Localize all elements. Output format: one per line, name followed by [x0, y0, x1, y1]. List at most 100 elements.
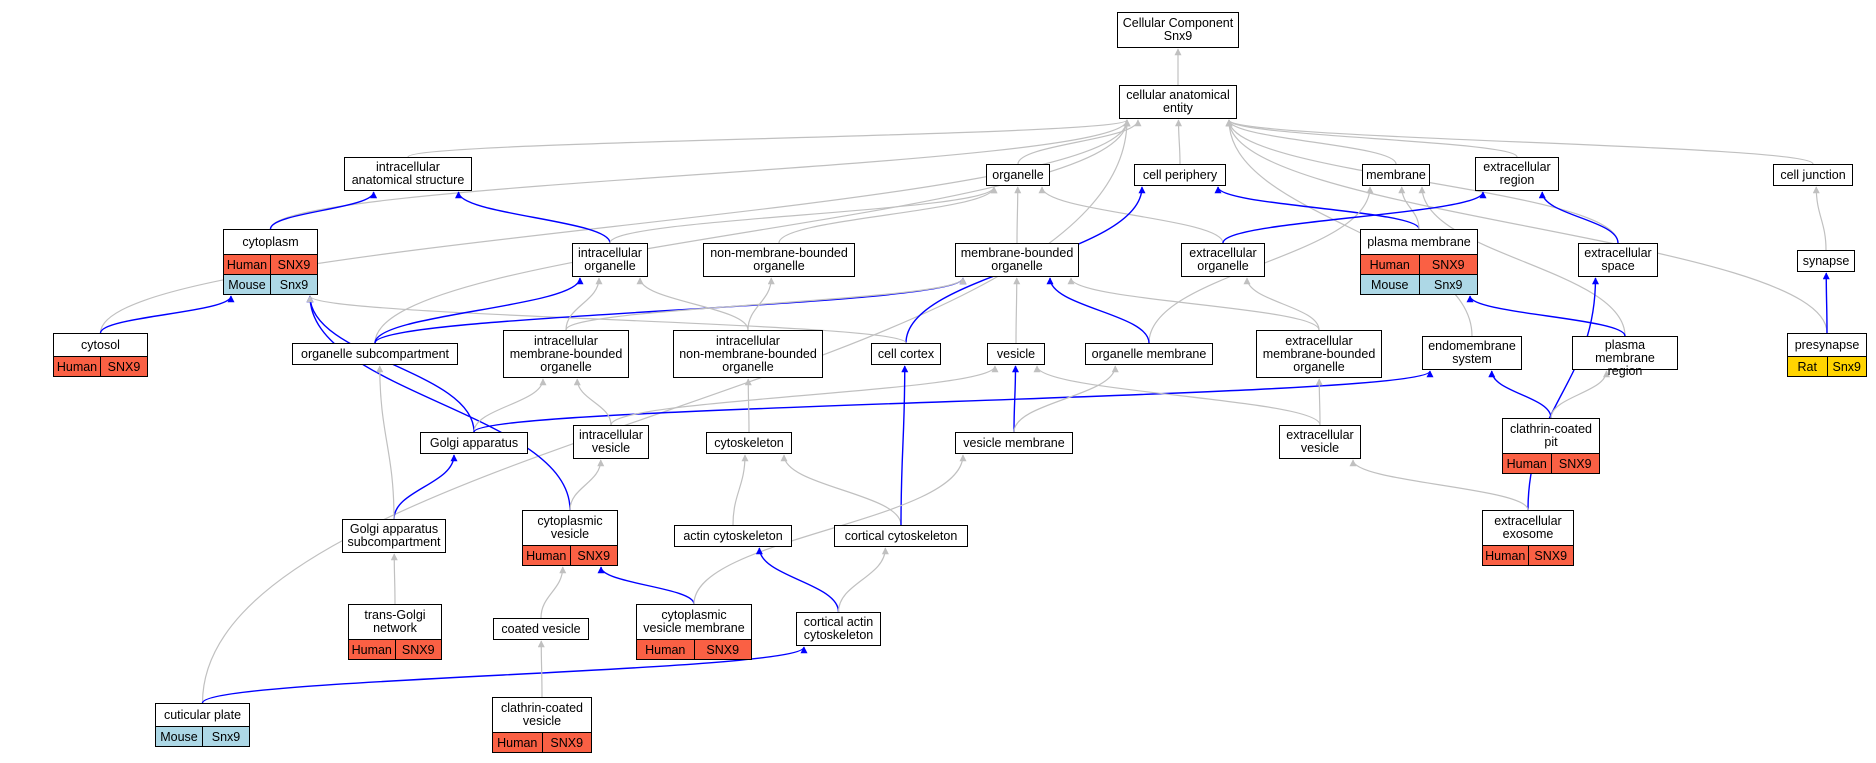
edge-cytosol-to-cae: [99, 119, 1131, 334]
go-term-exmbo[interactable]: extracellular membrane-bounded organelle: [1256, 330, 1382, 378]
go-term-label: extracellular organelle: [1189, 246, 1257, 273]
edge-cortcyt-to-cytoskel: [780, 454, 902, 526]
edge-exorg-to-organelle: [1038, 186, 1224, 244]
edge-golgi-to-endo: [473, 370, 1434, 433]
gene-cell: SNX9: [569, 546, 617, 565]
gene-cell: SNX9: [270, 255, 317, 274]
edge-cvmem-to-cytves: [597, 566, 695, 605]
go-term-exspace[interactable]: extracellular space: [1578, 243, 1658, 277]
edge-exves-to-exmbo: [1315, 378, 1323, 426]
go-term-nmbo[interactable]: non-membrane-bounded organelle: [703, 243, 855, 277]
go-term-imbo[interactable]: intracellular membrane-bounded organelle: [503, 330, 629, 378]
edge-orgsub-to-intorg: [374, 277, 584, 344]
gene-cell: SNX9: [1418, 255, 1477, 274]
go-term-endo[interactable]: endomembrane system: [1422, 336, 1522, 370]
go-term-mbo[interactable]: membrane-bounded organelle: [955, 243, 1079, 277]
go-term-exreg[interactable]: extracellular region: [1475, 157, 1559, 191]
edge-imbo-to-intorg: [565, 277, 603, 331]
edge-cortcyt-to-cortex: [900, 365, 909, 526]
go-term-golgi[interactable]: Golgi apparatus: [420, 432, 528, 454]
edge-imbo-to-mbo: [565, 277, 967, 331]
go-term-orgmem[interactable]: organelle membrane: [1085, 343, 1213, 365]
species-cell: Rat: [1788, 357, 1827, 376]
species-cell: Human: [349, 640, 395, 659]
go-term-orgsub[interactable]: organelle subcompartment: [292, 343, 458, 365]
gene-cell: SNX9: [541, 733, 591, 752]
go-term-label: cellular anatomical entity: [1126, 88, 1230, 115]
go-term-label: cytoplasmic vesicle membrane: [643, 608, 745, 635]
go-term-label: vesicle membrane: [963, 435, 1065, 450]
go-term-label: non-membrane-bounded organelle: [710, 246, 848, 273]
go-term-ias[interactable]: intracellular anatomical structure: [344, 157, 472, 191]
go-term-exves[interactable]: extracellular vesicle: [1279, 425, 1361, 459]
go-term-vesicle[interactable]: vesicle: [987, 343, 1045, 365]
go-term-cortact[interactable]: cortical actin cytoskeleton: [796, 612, 881, 646]
edge-exmbo-to-mbo: [1067, 277, 1320, 331]
go-term-label: extracellular region: [1483, 160, 1551, 187]
go-term-label: cell cortex: [877, 346, 935, 361]
go-term-synapse[interactable]: synapse: [1797, 250, 1855, 272]
go-term-celljunc[interactable]: cell junction: [1773, 164, 1853, 186]
species-cell: Human: [1361, 255, 1419, 274]
species-cell: Mouse: [156, 727, 202, 746]
go-term-exorg[interactable]: extracellular organelle: [1181, 243, 1265, 277]
edge-intves-to-vesicle: [610, 365, 999, 426]
go-term-label: intracellular vesicle: [579, 428, 643, 455]
go-term-pmreg[interactable]: plasma membrane region: [1572, 336, 1678, 378]
edge-cytves-to-cytoplasm: [306, 295, 571, 511]
go-term-label: Golgi apparatus subcompartment: [347, 522, 441, 549]
edge-golgi-to-imbo: [473, 378, 547, 433]
go-term-label: clathrin-coated pit: [1510, 422, 1592, 449]
go-term-label: extracellular vesicle: [1286, 428, 1354, 455]
edge-ias-to-cae: [407, 119, 1131, 158]
gene-cell: SNX9: [100, 357, 147, 376]
go-term-root[interactable]: Cellular Component Snx9: [1117, 12, 1239, 48]
gene-cell: Snx9: [202, 727, 249, 746]
go-term-membrane[interactable]: membrane: [1362, 164, 1430, 186]
go-term-cortcyt[interactable]: cortical cytoskeleton: [834, 525, 968, 547]
go-term-label: cytosol: [81, 337, 120, 352]
go-term-intves[interactable]: intracellular vesicle: [573, 425, 649, 459]
species-cell: Human: [523, 546, 570, 565]
go-term-cae[interactable]: cellular anatomical entity: [1119, 85, 1237, 119]
go-term-coatves[interactable]: coated vesicle: [493, 618, 589, 640]
go-term-organelle[interactable]: organelle: [986, 164, 1050, 186]
edge-pmreg-to-membrane: [1418, 186, 1626, 337]
go-term-cellper[interactable]: cell periphery: [1134, 164, 1226, 186]
go-term-golgisub[interactable]: Golgi apparatus subcompartment: [342, 519, 446, 553]
go-term-label: membrane-bounded organelle: [960, 246, 1074, 273]
edge-exorg-to-exreg: [1222, 191, 1487, 244]
go-term-label: cytoplasm: [242, 234, 299, 249]
edge-nmbo-to-organelle: [778, 186, 998, 244]
edge-vesicle-to-mbo: [1013, 277, 1021, 344]
go-term-inmbo[interactable]: intracellular non-membrane-bounded organ…: [673, 330, 823, 378]
go-term-label: vesicle: [996, 346, 1036, 361]
go-term-label: trans-Golgi network: [364, 608, 426, 635]
edge-cortact-to-cortcyt: [837, 547, 889, 613]
go-term-vesmem[interactable]: vesicle membrane: [955, 432, 1073, 454]
go-term-cytoskel[interactable]: cytoskeleton: [706, 432, 792, 454]
go-term-intorg[interactable]: intracellular organelle: [572, 243, 648, 277]
edge-pm-to-cellper: [1214, 186, 1420, 230]
edge-endo-to-cae: [1225, 119, 1473, 337]
edge-cellper-to-cae: [1175, 119, 1183, 165]
gene-cell: SNX9: [1527, 546, 1573, 565]
go-term-actin[interactable]: actin cytoskeleton: [674, 525, 792, 547]
go-term-label: synapse: [1802, 253, 1850, 268]
go-term-cortex[interactable]: cell cortex: [871, 343, 941, 365]
edge-cuticular-to-cae: [201, 119, 1131, 704]
go-term-label: intracellular membrane-bounded organelle: [509, 333, 623, 374]
